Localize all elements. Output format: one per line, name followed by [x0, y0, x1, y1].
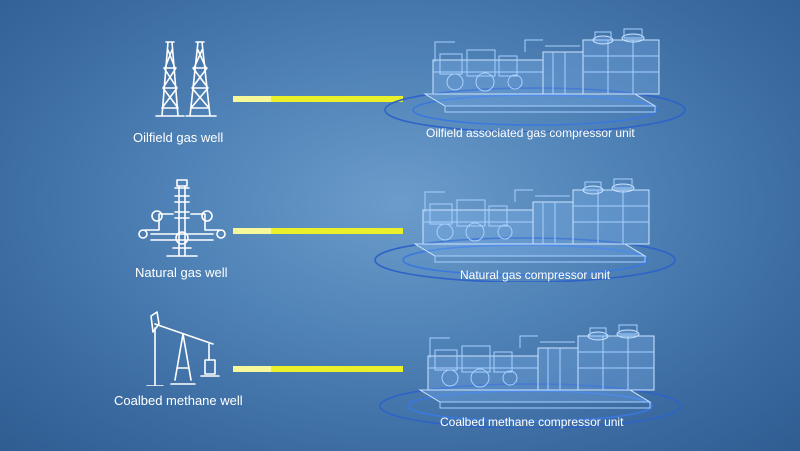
unit-label: Oilfield associated gas compressor unit: [426, 126, 635, 140]
well-label: Oilfield gas well: [133, 130, 224, 145]
oil-derrick-icon: [155, 41, 217, 117]
row-natural-gas: Natural gas well Natural gas compressor …: [0, 0, 800, 282]
pumpjack-icon: [146, 311, 220, 386]
compressor-unit-icon: [374, 178, 676, 282]
pipeline: [233, 228, 403, 234]
row-coalbed-methane: Coalbed methane well Coalbed methane com…: [0, 0, 800, 429]
pipeline: [233, 96, 403, 102]
well-label: Coalbed methane well: [114, 393, 243, 408]
unit-label: Coalbed methane compressor unit: [440, 415, 624, 429]
well-label: Natural gas well: [135, 265, 228, 280]
unit-label: Natural gas compressor unit: [460, 268, 611, 282]
row-oilfield: Oilfield gas well Oilfield associated ga…: [0, 0, 800, 145]
compressor-unit-icon: [379, 324, 681, 428]
wellhead-valve-icon: [138, 179, 226, 257]
pipeline: [233, 366, 403, 372]
